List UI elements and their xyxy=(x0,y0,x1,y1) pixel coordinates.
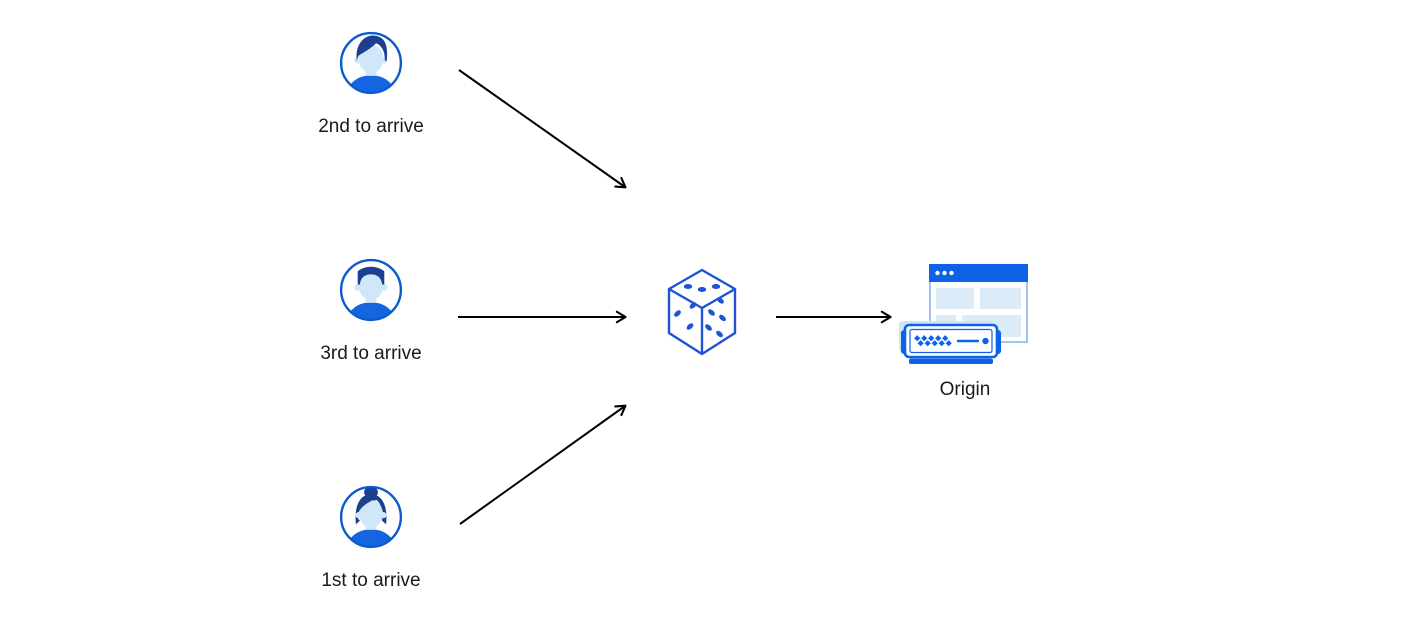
arrow-second-to-dice xyxy=(458,69,627,189)
arrow-first-to-dice xyxy=(459,404,627,525)
dice-icon xyxy=(667,268,737,356)
user-avatar-female-icon xyxy=(339,485,403,549)
client-label-first: 1st to arrive xyxy=(321,570,421,591)
client-node-third: 3rd to arrive xyxy=(311,257,431,365)
client-node-first: 1st to arrive xyxy=(311,484,431,592)
client-node-second: 2nd to arrive xyxy=(311,30,431,138)
client-label-second: 2nd to arrive xyxy=(318,116,424,137)
client-label-third: 3rd to arrive xyxy=(320,343,422,364)
origin-label: Origin xyxy=(939,379,991,400)
origin-server-icon xyxy=(899,264,1028,364)
origin-node: Origin xyxy=(893,262,1037,401)
user-avatar-male-flat-hair-icon xyxy=(339,258,403,322)
server-icon xyxy=(899,321,1001,364)
user-avatar-male-swept-hair-icon xyxy=(339,31,403,95)
random-selector-node xyxy=(666,267,738,357)
